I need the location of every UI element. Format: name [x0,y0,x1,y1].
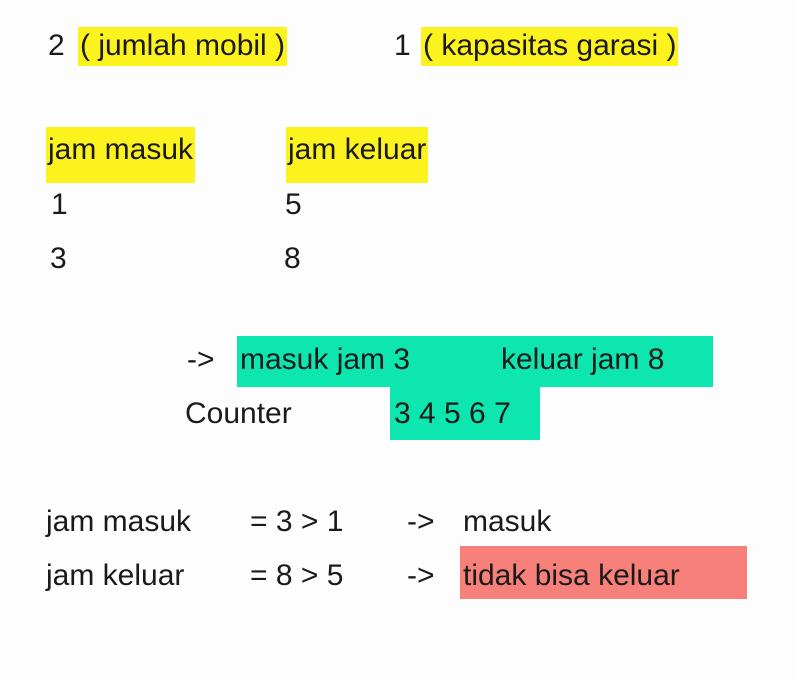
row-1-in: 1 [51,188,68,221]
trace-event-out: keluar jam 8 [501,343,665,376]
capacity-count: 1 [394,29,411,62]
col-out-header: jam keluar [286,127,429,183]
cars-count: 2 [48,29,65,62]
rule-1-expr: = 3 > 1 [250,505,344,538]
rule-2-arrow: -> [407,559,435,592]
row-2-out: 8 [284,242,301,275]
rule-1-result: masuk [463,505,552,538]
rule-1-label: jam masuk [46,505,192,538]
rule-1-arrow: -> [407,505,435,538]
counter-label: Counter [185,397,292,430]
cars-label: ( jumlah mobil ) [78,27,288,66]
trace-event-in: masuk jam 3 [240,343,411,376]
row-2-in: 3 [50,242,67,275]
rule-2-expr: = 8 > 5 [250,559,344,592]
counter-values-box [390,387,540,440]
trace-arrow: -> [187,343,215,376]
counter-values: 3 4 5 6 7 [394,397,511,430]
rule-2-result: tidak bisa keluar [463,559,680,592]
rule-2-label: jam keluar [46,559,185,592]
rule-2-result-box [460,546,747,599]
capacity-label: ( kapasitas garasi ) [421,27,679,66]
col-in-header: jam masuk [46,127,196,183]
trace-event-box [237,336,713,387]
row-1-out: 5 [285,188,302,221]
